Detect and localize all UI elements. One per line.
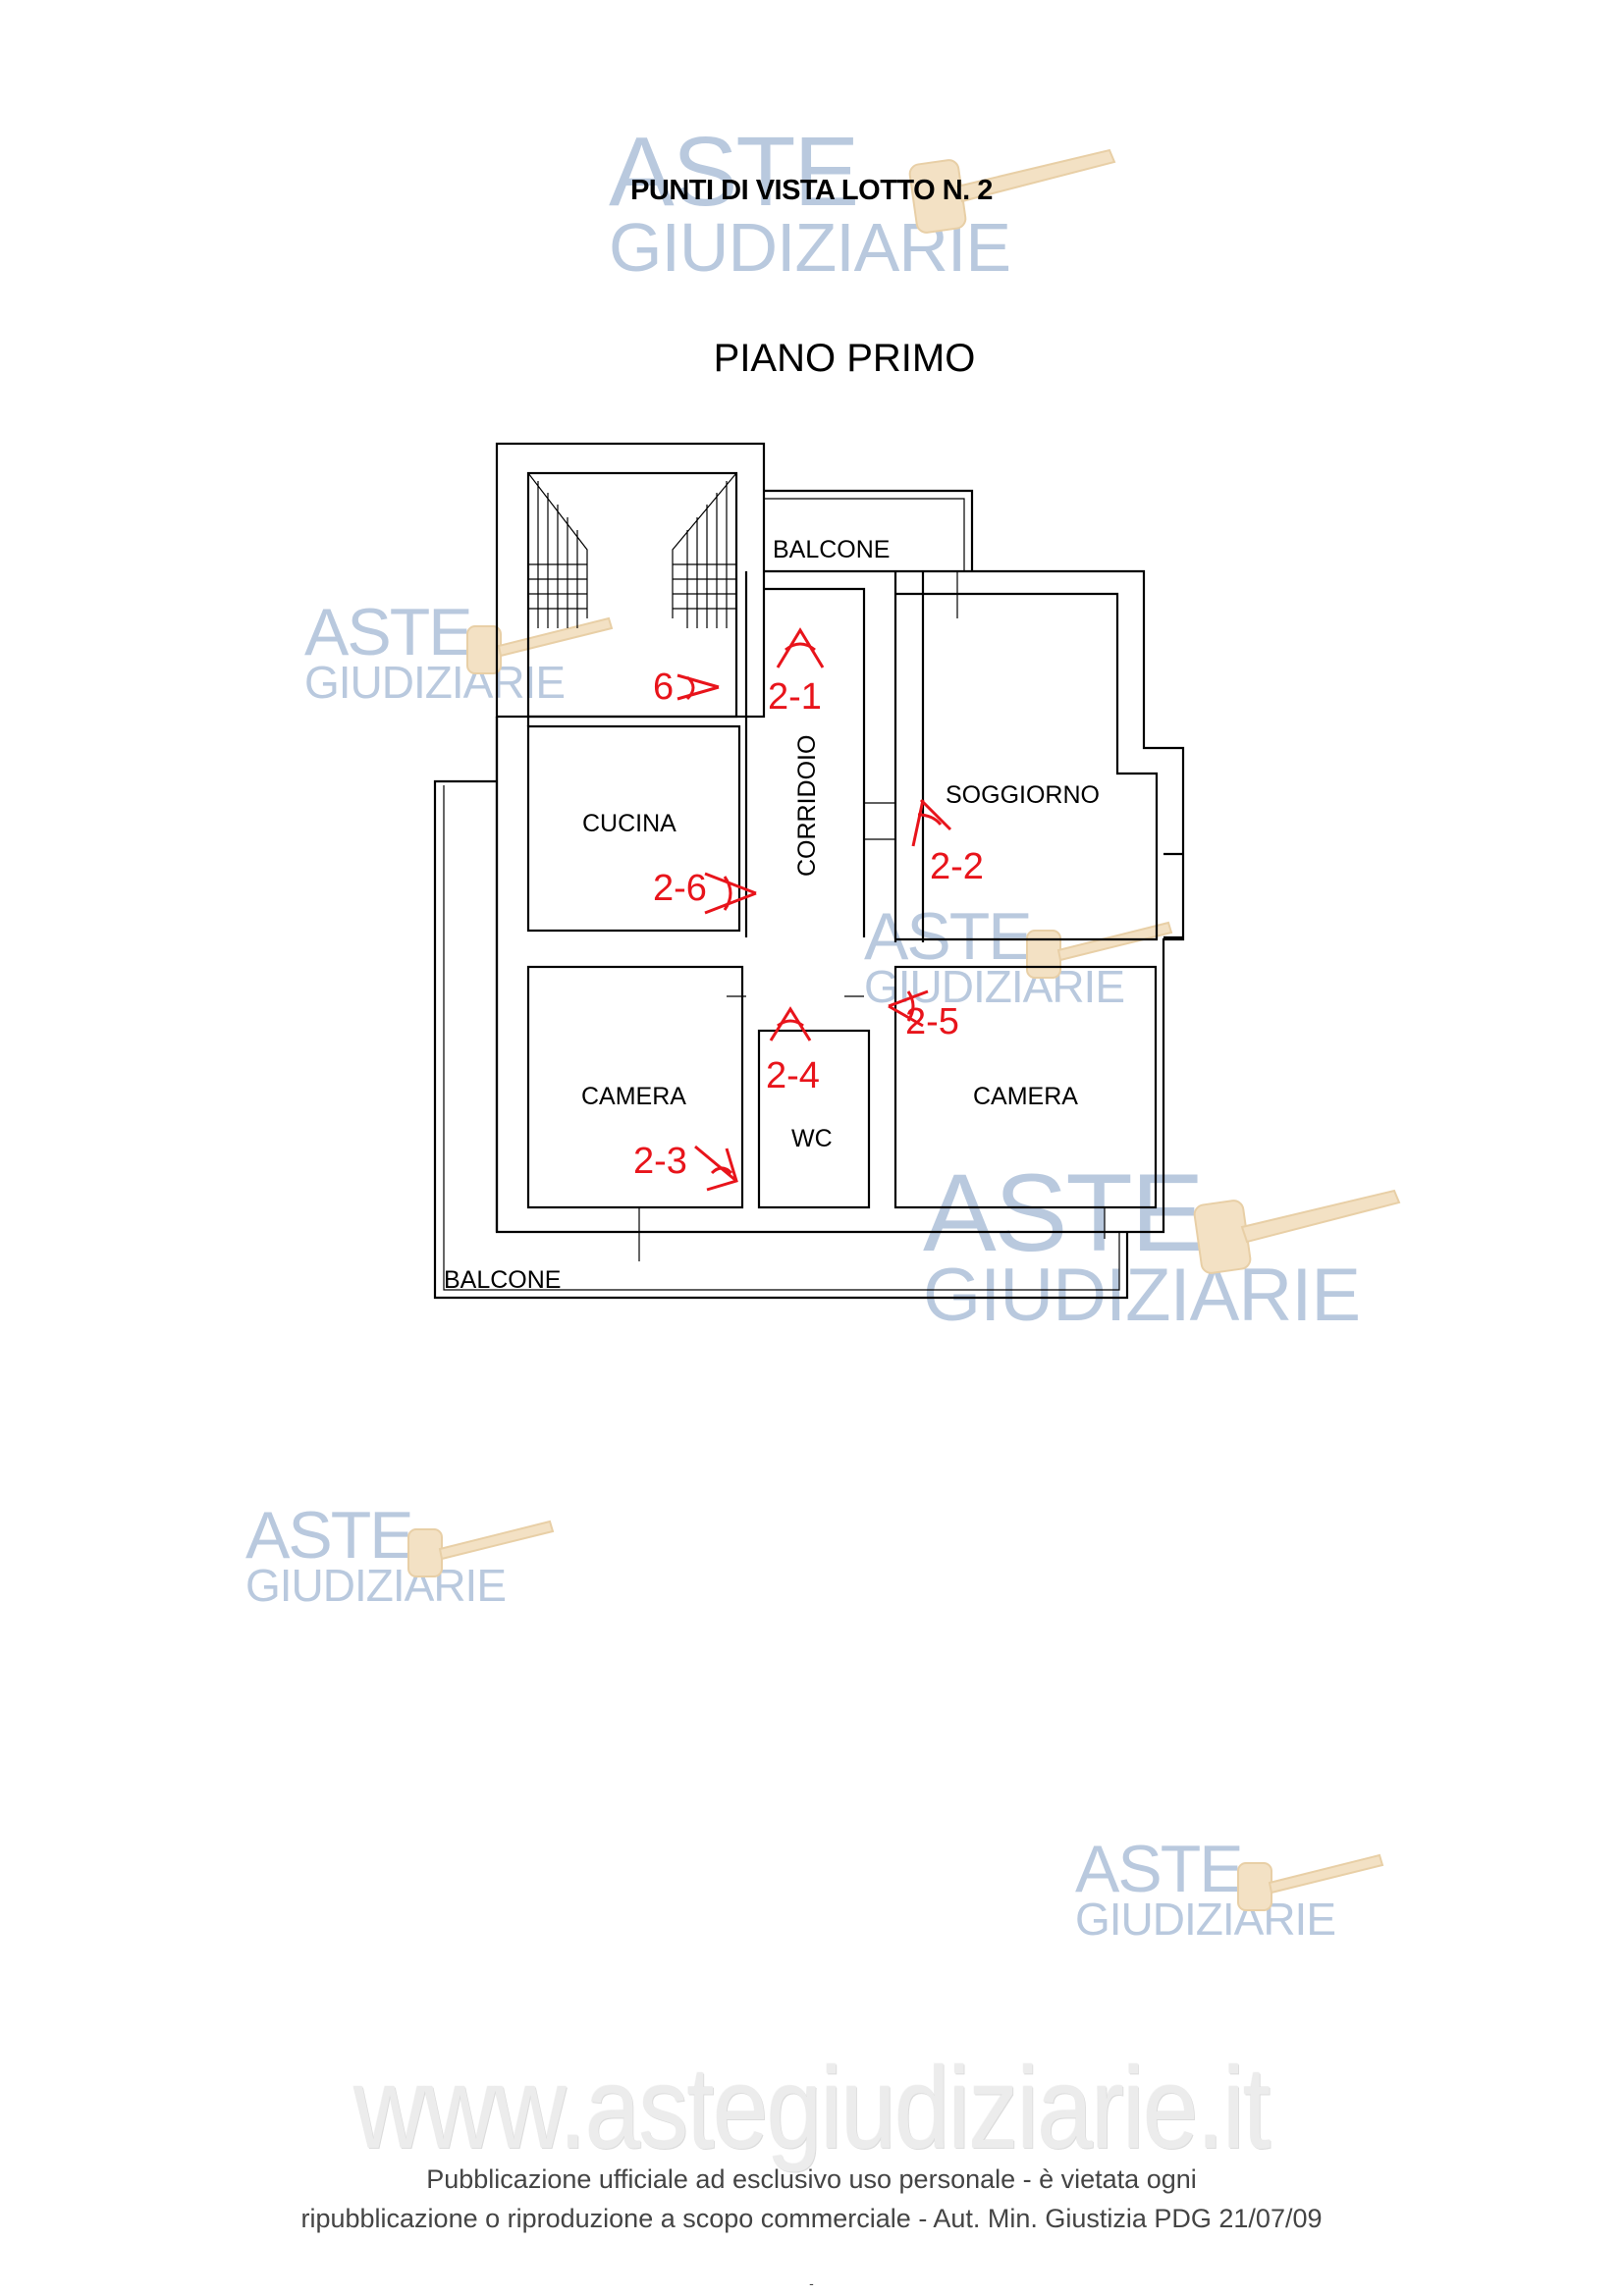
viewpoint-label-2-6: 2-6 [653, 868, 707, 909]
room-label-cucina: CUCINA [582, 810, 676, 837]
viewpoint-label-2-3: 2-3 [633, 1141, 687, 1182]
room-label-camera-right: CAMERA [973, 1083, 1078, 1110]
viewpoint-marker-2-4 [769, 1006, 812, 1041]
room-label-wc: WC [791, 1125, 833, 1152]
legal-notice-line-1: Pubblicazione ufficiale ad esclusivo uso… [426, 2164, 1197, 2194]
room-labels: BALCONE SOGGIORNO CUCINA CAMERA CAMERA W… [444, 536, 1100, 1294]
room-label-camera-left: CAMERA [581, 1083, 686, 1110]
room-label-soggiorno: SOGGIORNO [946, 781, 1100, 809]
viewpoint-marker-2-6 [704, 872, 757, 915]
viewpoint-marker-2-2 [911, 798, 952, 847]
viewpoint-marker-2-5 [888, 989, 929, 1028]
plan-title: PIANO PRIMO [713, 337, 976, 380]
watermark-logo-lower-right: ASTE GIUDIZIARIE [1075, 1836, 1384, 1942]
plan-walls [433, 442, 1185, 1300]
viewpoint-marker-2-3 [694, 1145, 738, 1192]
viewpoint-label-2-5: 2-5 [905, 1001, 959, 1042]
viewpoint-labels: 6 2-1 2-6 2-2 2-5 2-4 2-3 [633, 667, 984, 1182]
page-mark: - [809, 2275, 814, 2291]
viewpoint-label-6: 6 [653, 667, 674, 708]
room-label-corridoio: CORRIDOIO [793, 735, 821, 877]
floor-plan: BALCONE SOGGIORNO CUCINA CAMERA CAMERA W… [433, 442, 1185, 1300]
room-label-balcone-top: BALCONE [773, 536, 890, 563]
document-header-title: PUNTI DI VISTA LOTTO N. 2 [630, 175, 993, 206]
gavel-icon [407, 1520, 555, 1577]
viewpoint-label-2-2: 2-2 [930, 846, 984, 887]
gavel-icon [1237, 1853, 1384, 1911]
viewpoint-label-2-4: 2-4 [766, 1055, 820, 1096]
viewpoint-marker-6 [676, 673, 720, 701]
viewpoint-marker-2-1 [776, 627, 825, 668]
room-label-balcone-bottom: BALCONE [444, 1266, 561, 1294]
viewpoint-label-2-1: 2-1 [768, 676, 822, 718]
viewpoint-markers [676, 627, 952, 1192]
legal-notice-line-2: ripubblicazione o riproduzione a scopo c… [300, 2204, 1323, 2233]
watermark-logo-mid-left: ASTE GIUDIZIARIE [245, 1502, 555, 1608]
site-url-watermark: www.astegiudiziarie.it [353, 2044, 1271, 2173]
